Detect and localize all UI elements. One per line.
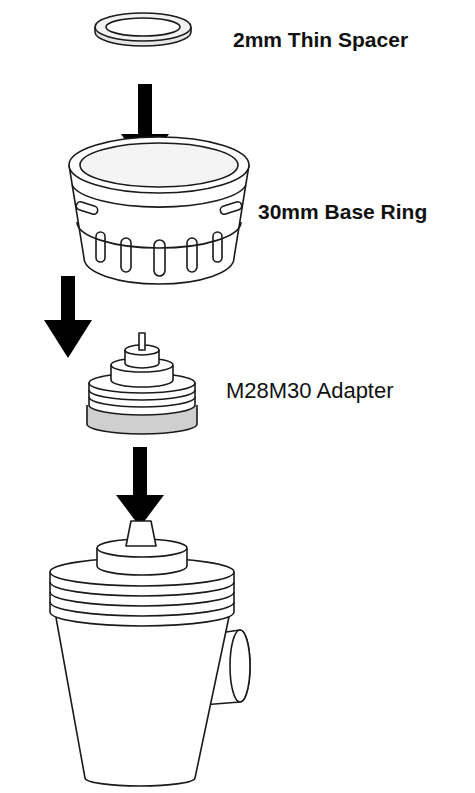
part-label: M28M30 Adapter — [226, 378, 394, 404]
ring-rib — [213, 232, 222, 262]
ring-top — [69, 137, 249, 193]
part-label: 30mm Base Ring — [258, 199, 427, 224]
ring-rib — [187, 238, 197, 272]
thread-line — [50, 592, 234, 606]
spacer-top — [95, 13, 191, 41]
outlet-end — [230, 630, 250, 702]
ring-rib — [96, 232, 105, 262]
base-ring — [69, 137, 249, 284]
adapter-pin — [139, 333, 145, 350]
valve-body — [55, 612, 230, 786]
adapter — [87, 333, 197, 434]
spacer-hole — [106, 18, 180, 36]
valve-pin — [126, 521, 156, 546]
thread-line — [89, 397, 195, 407]
assembly-arrow — [116, 447, 164, 527]
ring-opening — [80, 143, 238, 187]
spacer-ring — [95, 13, 191, 46]
ring-slot — [75, 201, 98, 215]
arrow-shaft — [133, 447, 147, 497]
ring-slot — [219, 201, 242, 215]
arrow-shaft — [138, 84, 152, 136]
ring-band — [77, 222, 241, 248]
arrow-head — [44, 320, 92, 358]
thread-line — [50, 602, 234, 616]
radiator-valve — [50, 521, 250, 786]
arrow-shaft — [61, 276, 75, 322]
part-label: 2mm Thin Spacer — [233, 27, 408, 52]
ring-rib — [154, 240, 165, 276]
assembly-arrow — [44, 276, 92, 358]
ring-rib — [121, 238, 131, 272]
